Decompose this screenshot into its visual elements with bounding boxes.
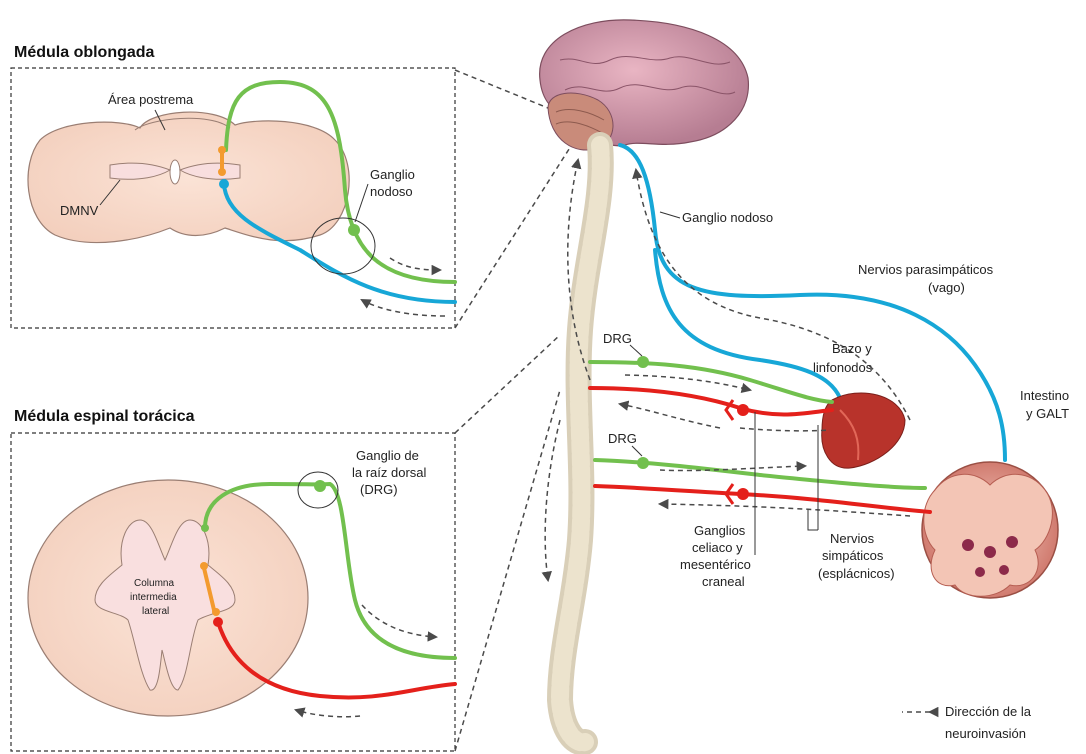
parasym-label-2: (vago) [928,280,965,295]
sym-label-3: (esplácnicos) [818,566,895,581]
nodose-label-1: Ganglio [370,167,415,182]
thoracic-panel: Médula espinal torácica Columna intermed… [11,408,455,751]
intestine-label-2: y GALT [1026,406,1069,421]
column-label-2: intermedia [130,592,177,603]
ganglion-nodose-label: Ganglio nodoso [682,210,773,225]
column-label-1: Columna [134,578,174,589]
legend-label-1: Dirección de la [945,704,1032,719]
connector-top-1 [455,70,548,108]
drg-label-2: la raíz dorsal [352,465,427,480]
sym-label-2: simpáticos [822,548,884,563]
drg-cell [314,480,326,492]
brain [540,20,749,150]
nodose-label-2: nodoso [370,184,413,199]
legend-label-2: neuroinvasión [945,726,1026,741]
nodose-ganglion-cell [348,224,360,236]
spleen-label-2: linfonodos [813,360,873,375]
vagus-branch-spleen [655,250,840,398]
spine [560,145,601,742]
upper-sympathetic-fiber [590,388,832,414]
sym-label-1: Nervios [830,531,875,546]
ganglia-label-1: Ganglios [694,523,746,538]
thoracic-title: Médula espinal torácica [14,408,195,425]
intestine [922,462,1058,598]
drg-label-1: Ganglio de [356,448,419,463]
dmnv-label: DMNV [60,203,99,218]
lower-sympathetic-fiber [595,486,930,512]
connector-top-2 [455,135,578,328]
ganglia-label-3: mesentérico [680,557,751,572]
medulla-title: Médula oblongada [14,44,155,61]
medulla-panel: Médula oblongada Área postrema DMNV Gang… [11,44,455,328]
connector-bottom-1 [455,335,560,433]
spleen-label-1: Bazo y [832,341,872,356]
area-postrema-label: Área postrema [108,92,194,107]
nodose-ganglion-outline [311,218,375,274]
ganglia-label-4: craneal [702,574,745,589]
drg-label-3: (DRG) [360,482,398,497]
spleen [822,393,905,468]
parasym-label-1: Nervios parasimpáticos [858,262,994,277]
column-label-3: lateral [142,606,169,617]
medulla-section [28,112,349,242]
intestine-label-1: Intestino [1020,388,1069,403]
legend: Dirección de la neuroinvasión [902,704,1032,741]
connector-bottom-2 [455,390,560,751]
ganglia-label-2: celiaco y [692,540,743,555]
drg-upper-label: DRG [603,331,632,346]
drg-lower-label: DRG [608,431,637,446]
